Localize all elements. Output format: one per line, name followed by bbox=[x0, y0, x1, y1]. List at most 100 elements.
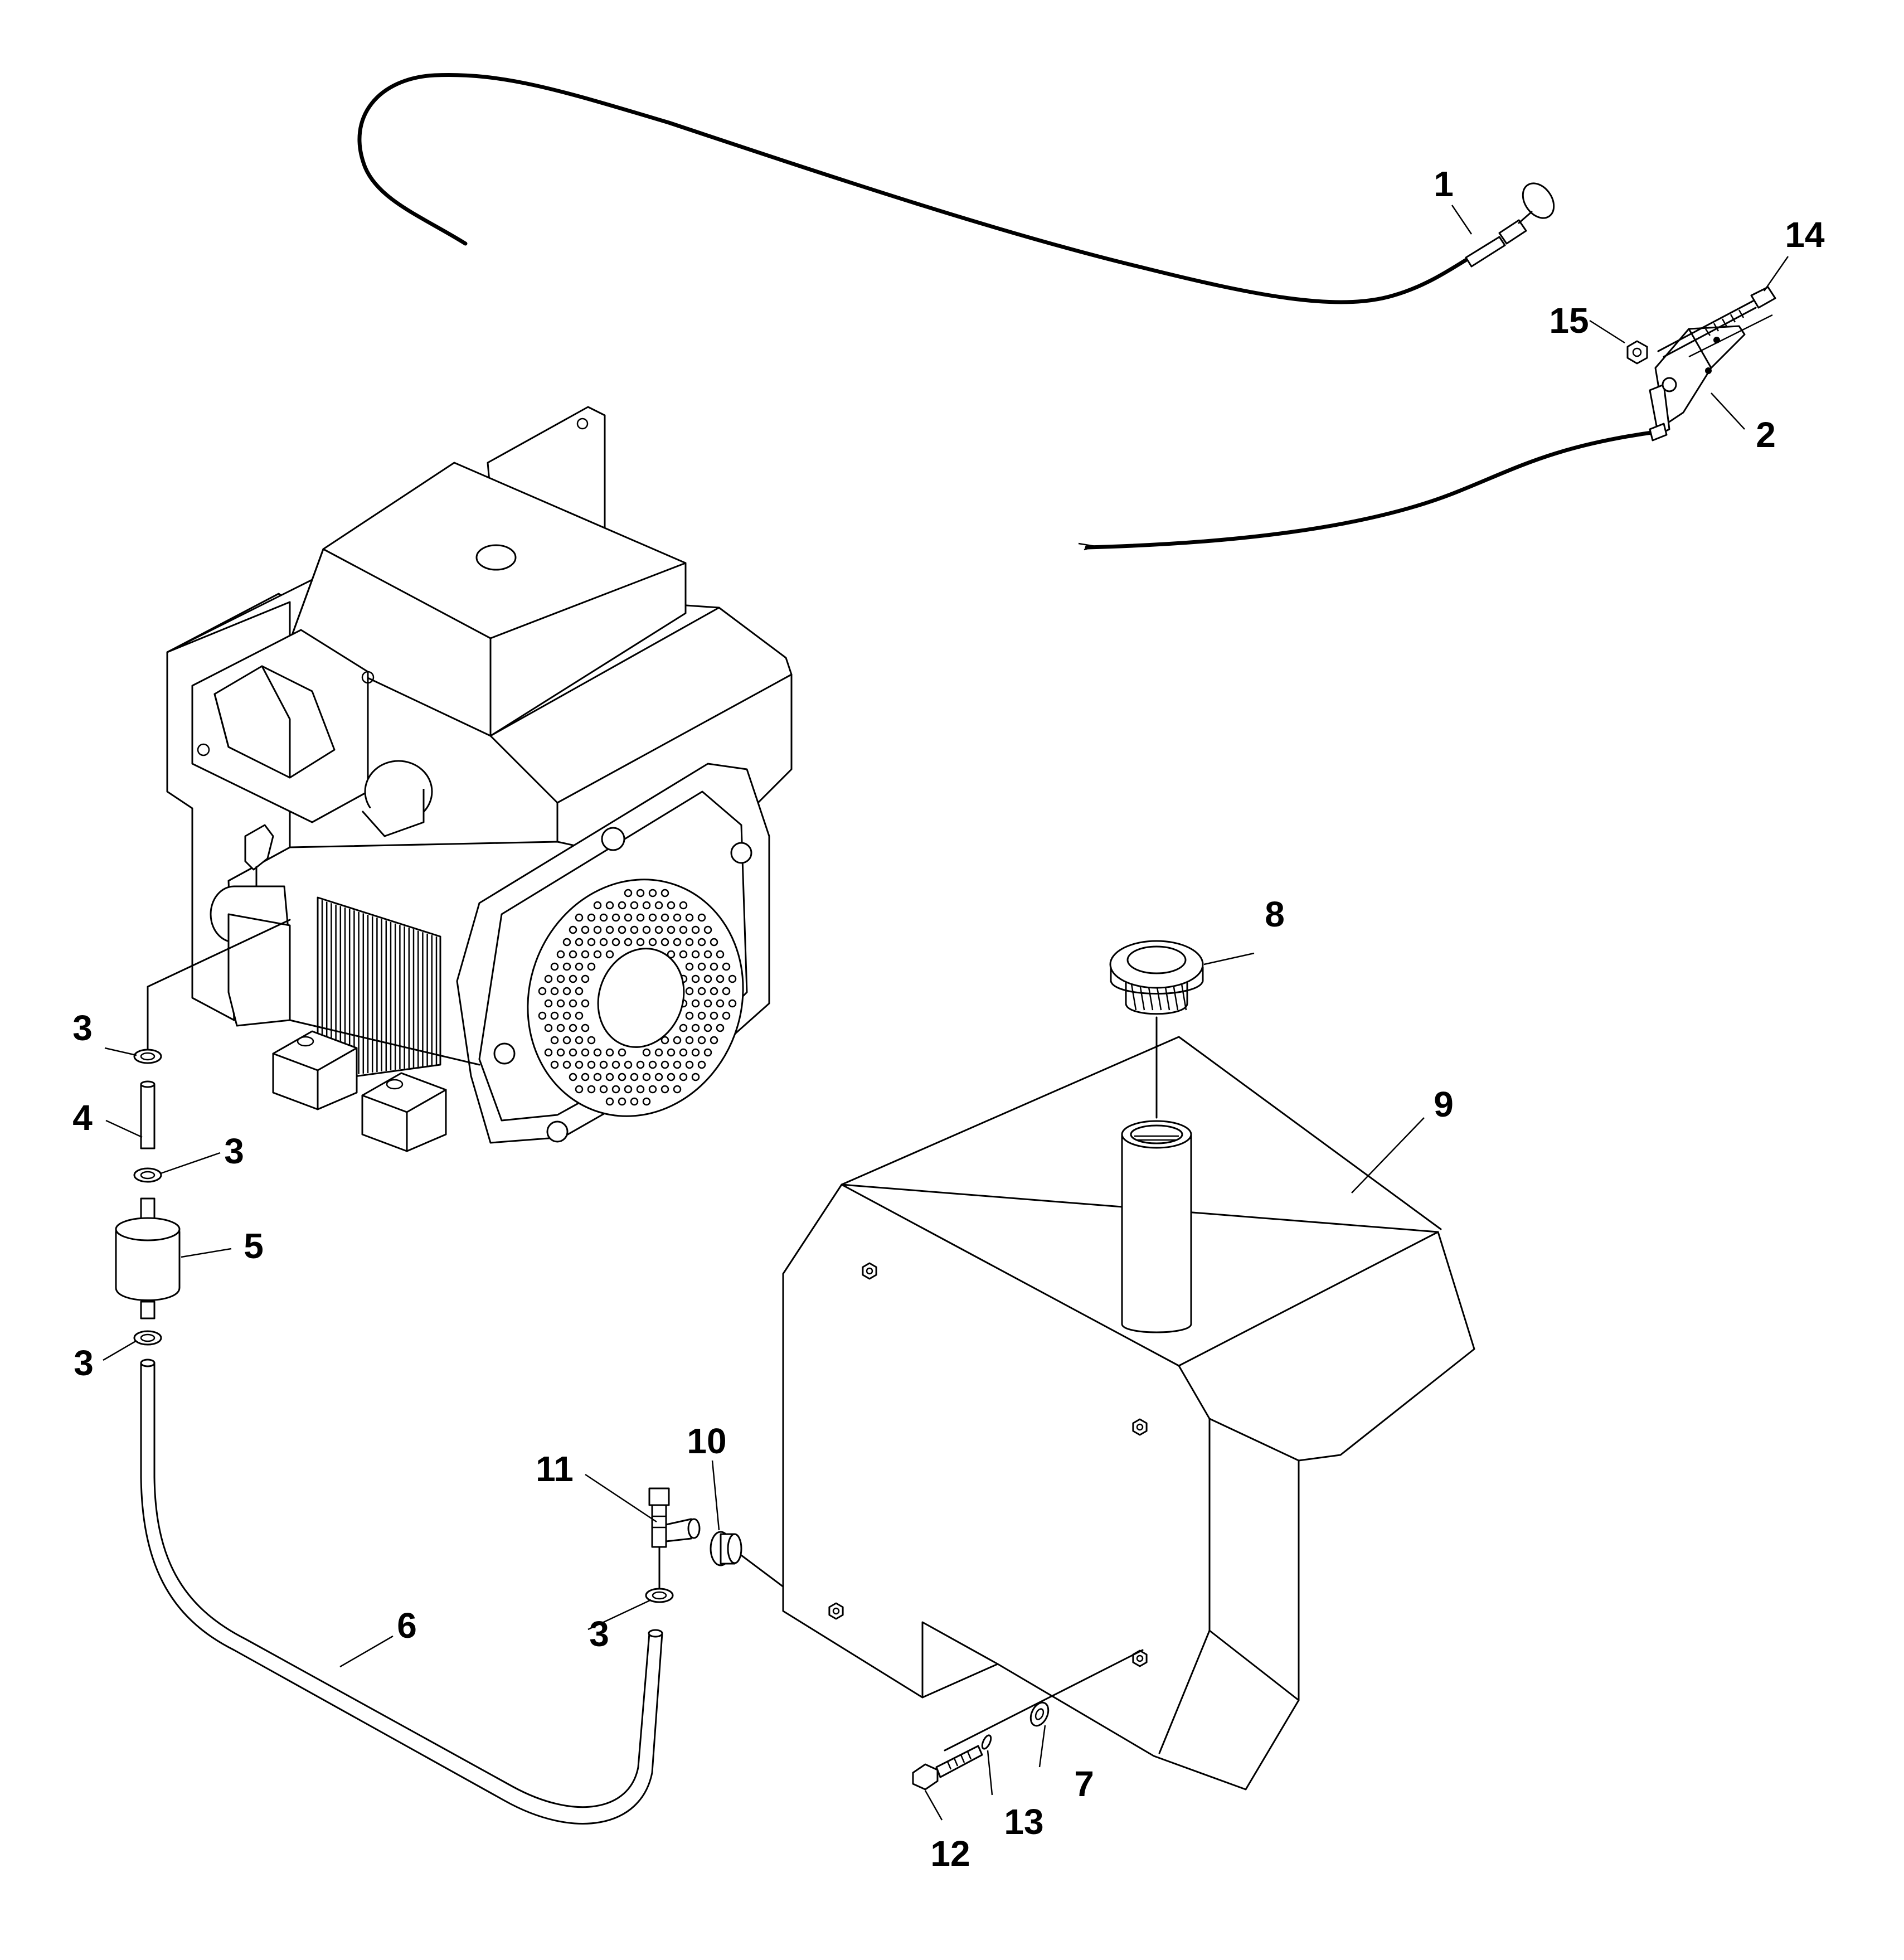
perforation-hole bbox=[605, 1097, 614, 1106]
perforation-hole bbox=[593, 1048, 602, 1057]
perforation-hole bbox=[691, 999, 700, 1008]
perforation-hole bbox=[660, 1060, 669, 1069]
perforation-hole bbox=[599, 913, 608, 922]
perforation-hole bbox=[581, 1048, 590, 1057]
perforation-hole bbox=[716, 999, 725, 1008]
perforation-hole bbox=[679, 1073, 688, 1081]
callout-labels: 1 2 3 3 3 3 4 5 6 7 8 9 10 11 12 13 14 1… bbox=[72, 164, 1825, 1874]
perforation-hole bbox=[630, 1073, 639, 1081]
fuel-line-assembly bbox=[115, 919, 674, 1825]
tank-bolt-head bbox=[1132, 1418, 1148, 1436]
perforation-hole bbox=[593, 950, 602, 959]
perforation-hole bbox=[587, 913, 596, 922]
perforation-hole bbox=[654, 1073, 663, 1081]
perforation-hole bbox=[673, 1085, 682, 1094]
perforation-hole bbox=[611, 1060, 620, 1069]
perforation-hole bbox=[648, 913, 657, 922]
perforation-hole bbox=[605, 950, 614, 959]
perforation-hole bbox=[581, 999, 590, 1008]
perforation-hole bbox=[562, 1011, 571, 1020]
perforation-hole bbox=[660, 938, 669, 947]
perforation-hole bbox=[691, 1048, 700, 1057]
perforation-hole bbox=[575, 938, 584, 947]
callout-10: 10 bbox=[687, 1421, 726, 1461]
perforation-hole bbox=[550, 962, 559, 971]
perforation-hole bbox=[691, 925, 700, 934]
perforation-hole bbox=[618, 901, 626, 910]
callout-7: 7 bbox=[1074, 1764, 1094, 1804]
callout-9: 9 bbox=[1434, 1084, 1454, 1124]
perforation-hole bbox=[697, 1011, 706, 1020]
perforation-hole bbox=[703, 999, 712, 1008]
callout-15: 15 bbox=[1549, 300, 1589, 341]
callout-3: 3 bbox=[224, 1131, 244, 1171]
perforation-hole bbox=[667, 950, 676, 959]
perforation-hole bbox=[685, 913, 694, 922]
hose-clamp-1 bbox=[133, 1049, 162, 1064]
perforation-hole bbox=[581, 950, 590, 959]
perforation-hole bbox=[624, 938, 633, 947]
perforation-hole bbox=[562, 1060, 571, 1069]
cap-thread bbox=[1130, 983, 1137, 1011]
perforation-hole bbox=[685, 1060, 694, 1069]
perforation-hole bbox=[605, 1048, 614, 1057]
perforation-hole bbox=[703, 925, 712, 934]
callout-3: 3 bbox=[72, 1008, 93, 1048]
perforation-hole bbox=[556, 950, 565, 959]
perforation-hole bbox=[636, 1060, 645, 1069]
perforation-hole bbox=[605, 901, 614, 910]
clamp-nut bbox=[1626, 340, 1648, 365]
perforation-hole bbox=[697, 1060, 706, 1069]
perforation-hole bbox=[667, 1073, 676, 1081]
perforation-hole bbox=[648, 938, 657, 947]
perforation-hole bbox=[636, 1085, 645, 1094]
perforation-hole bbox=[642, 925, 651, 934]
cable-clamp-bracket bbox=[1078, 314, 1773, 551]
perforation-hole bbox=[624, 913, 633, 922]
fuel-cap bbox=[1109, 940, 1204, 1119]
perforation-hole bbox=[556, 974, 565, 983]
perforation-hole bbox=[685, 1011, 694, 1020]
perforation-hole bbox=[648, 1085, 657, 1094]
perforation-hole bbox=[728, 999, 737, 1008]
perforation-hole bbox=[667, 1048, 676, 1057]
callout-11: 11 bbox=[536, 1449, 574, 1489]
perforation-hole bbox=[538, 987, 547, 996]
perforation-hole bbox=[605, 1073, 614, 1081]
cap-thread bbox=[1139, 983, 1145, 1011]
callout-8: 8 bbox=[1265, 894, 1285, 934]
perforation-hole bbox=[679, 950, 688, 959]
perforation-hole bbox=[599, 1085, 608, 1094]
perforation-hole bbox=[691, 1073, 700, 1081]
perforation-hole bbox=[697, 987, 706, 996]
perforation-hole bbox=[679, 1023, 688, 1032]
perforation-hole bbox=[636, 913, 645, 922]
perforation-hole bbox=[618, 1097, 626, 1106]
shutoff-valve bbox=[648, 1487, 701, 1548]
perforation-hole bbox=[569, 1023, 577, 1032]
perforation-hole bbox=[648, 889, 657, 897]
engine bbox=[166, 406, 793, 1152]
perforation-hole bbox=[660, 1036, 669, 1045]
tank-bolt-head bbox=[862, 1262, 877, 1280]
perforation-hole bbox=[642, 901, 651, 910]
hose-clamp-2 bbox=[133, 1167, 162, 1183]
cap-thread bbox=[1172, 983, 1179, 1011]
perforation-hole bbox=[569, 1048, 577, 1057]
throttle-cable bbox=[357, 73, 1555, 304]
perforation-hole bbox=[569, 974, 577, 983]
perforation-hole bbox=[697, 938, 706, 947]
perforation-hole bbox=[618, 1073, 626, 1081]
perforation-hole bbox=[703, 1048, 712, 1057]
perforation-hole bbox=[722, 1011, 731, 1020]
perforation-hole bbox=[710, 1011, 718, 1020]
perforation-hole bbox=[587, 938, 596, 947]
perforation-hole bbox=[691, 974, 700, 983]
perforation-hole bbox=[587, 962, 596, 971]
perforation-hole bbox=[642, 1097, 651, 1106]
perforation-hole bbox=[654, 901, 663, 910]
perforation-hole bbox=[630, 1097, 639, 1106]
perforation-hole bbox=[544, 974, 553, 983]
perforation-hole bbox=[654, 925, 663, 934]
